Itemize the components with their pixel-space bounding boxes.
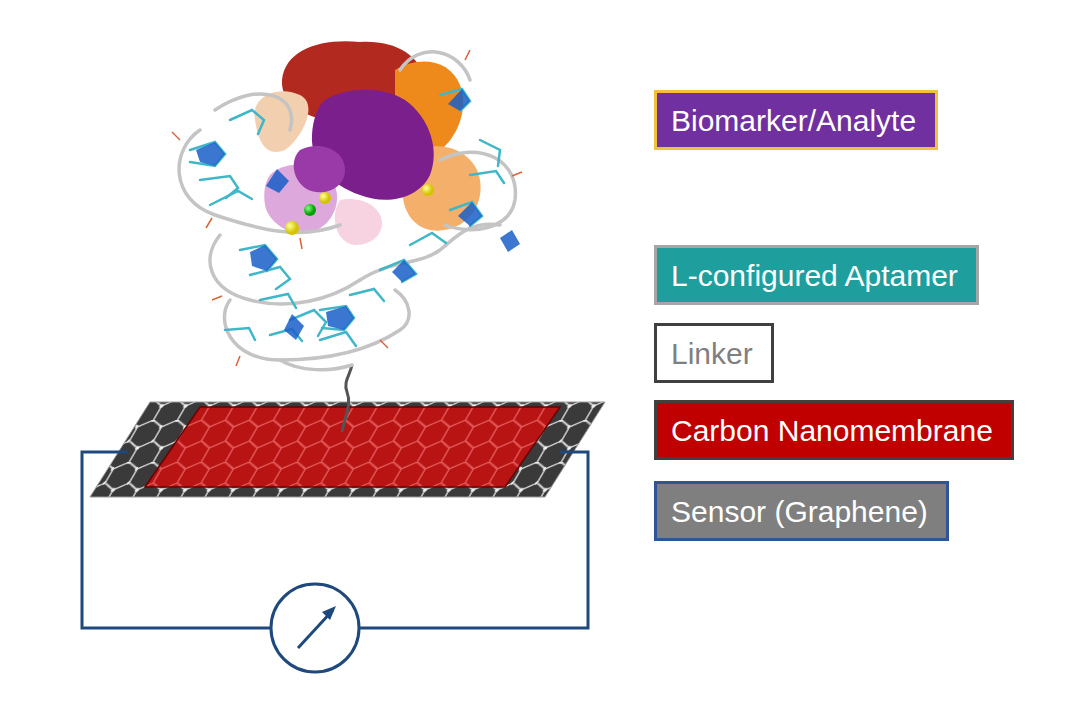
linker-label-box: Linker <box>654 323 774 383</box>
carbon-nanomembrane <box>145 407 560 487</box>
nanomembrane-label-box: Carbon Nanomembrane <box>654 400 1014 460</box>
aptamer-label-box: L-configured Aptamer <box>654 245 979 305</box>
analyte-label-box: Biomarker/Analyte <box>654 90 938 150</box>
label-text: Carbon Nanomembrane <box>671 414 993 447</box>
measurement-circuit <box>82 452 588 672</box>
label-text: Linker <box>671 337 753 370</box>
label-text: Biomarker/Analyte <box>671 104 916 137</box>
label-text: Sensor (Graphene) <box>671 495 928 528</box>
aptamer-analyte-model <box>172 41 522 369</box>
label-text: L-configured Aptamer <box>671 259 958 292</box>
sensor-label-box: Sensor (Graphene) <box>654 481 949 541</box>
linker-line <box>342 365 352 432</box>
